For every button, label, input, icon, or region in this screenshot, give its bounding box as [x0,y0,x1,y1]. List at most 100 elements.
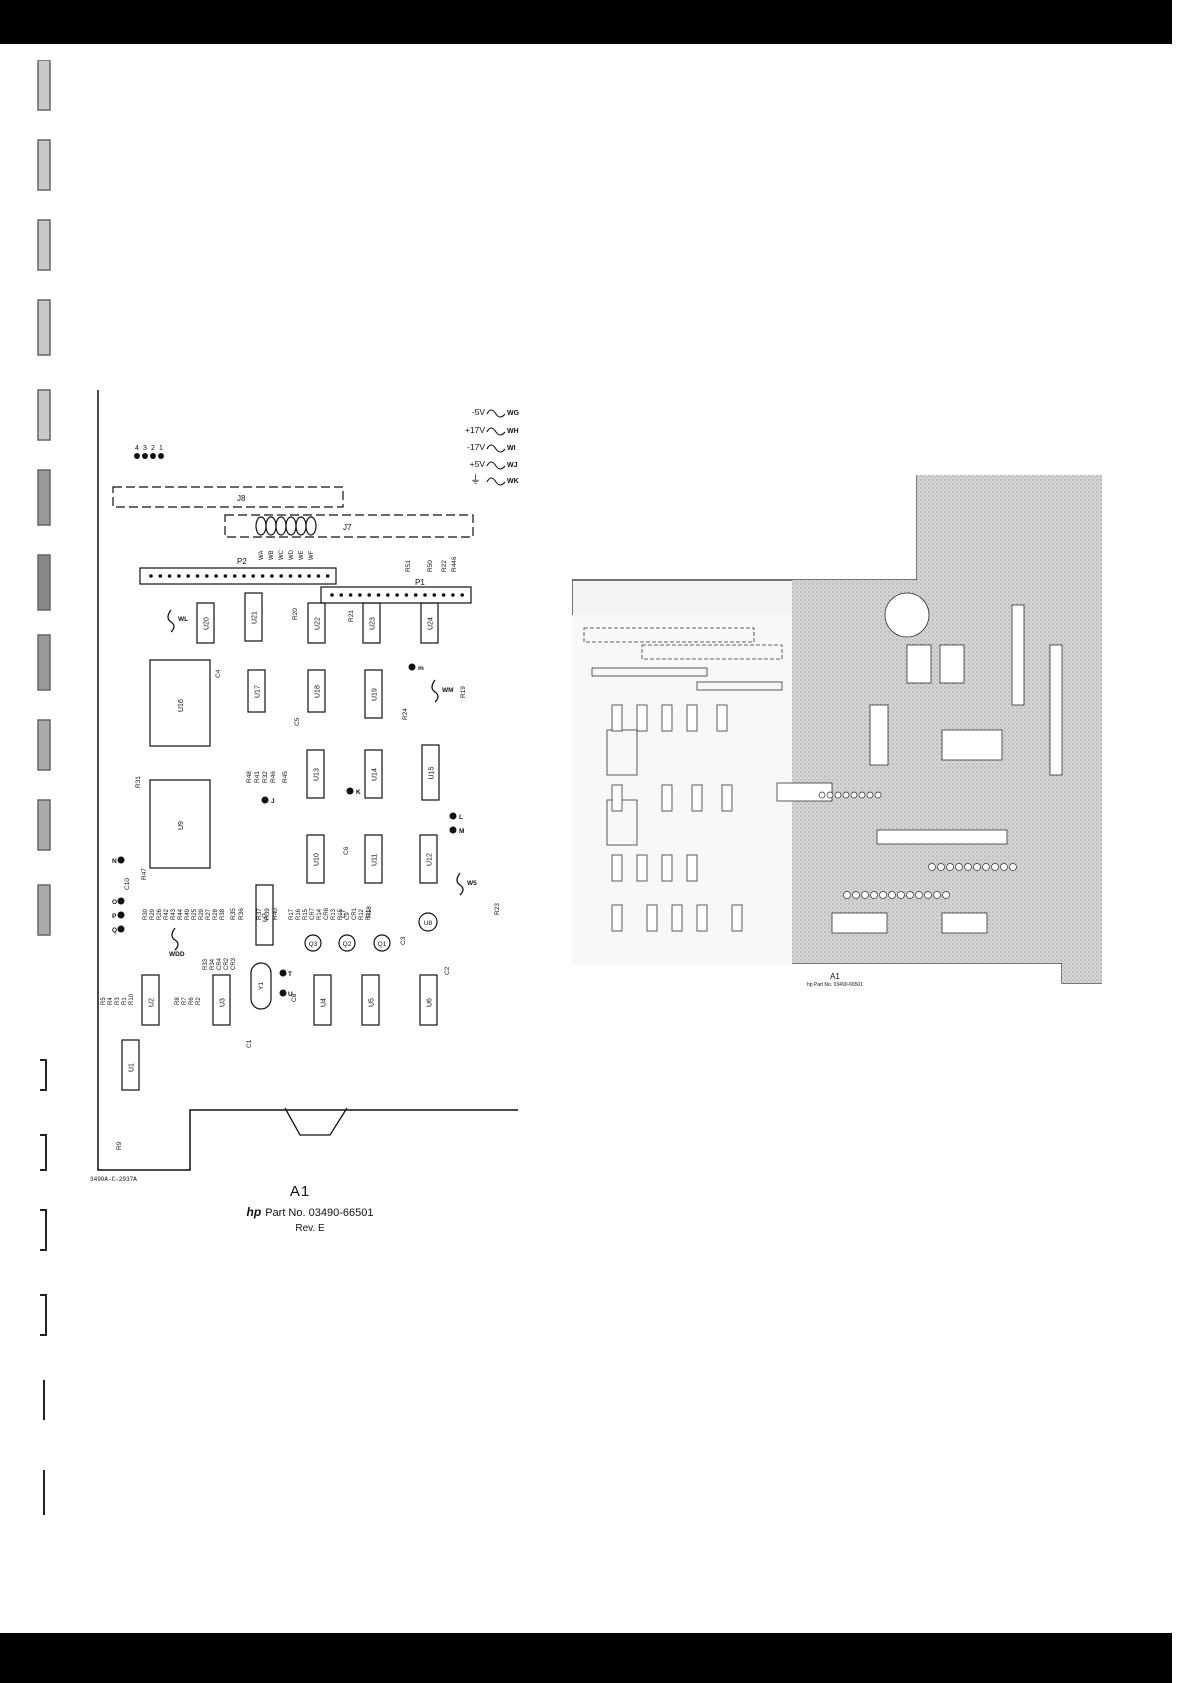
resistor-label: R17 [289,908,295,920]
connector-pin [432,593,437,597]
photo-bead [842,791,850,799]
connector-pin [186,574,190,578]
connector-pin [205,574,209,578]
photo-ic [636,854,648,882]
connector-pin [404,593,409,597]
resistor-label: R1 [122,997,128,1005]
photo-assembly-title: A1 [830,972,840,981]
ic-label: U21 [252,611,259,624]
test-point-label: T [288,971,292,978]
connector-pin [358,593,362,597]
photo-ic [941,729,1003,761]
connector-pin [451,593,455,597]
binding-mark [37,799,51,851]
resistor-label: R3 [115,997,121,1005]
binding-mark [37,60,51,111]
connector-pin [177,574,181,578]
resistor-label: CR3 [231,957,237,970]
connector-pin [325,574,330,578]
test-point [346,787,354,795]
ic-package [255,884,274,946]
ic-package [121,1039,140,1091]
component-label: R50 [427,560,434,572]
photo-bead [928,863,936,871]
photo-vertical-connector [1011,604,1025,706]
ic-label: U14 [372,768,379,781]
photo-ic [869,704,889,766]
ground-icon: ⏚ [470,473,481,486]
connector-pin [149,574,153,578]
photo-connector [583,627,755,643]
power-label: -17V [467,442,485,452]
test-point-label: K [356,789,361,796]
ic-label: U6 [427,998,434,1007]
photo-bead [924,891,932,899]
component-label: R51 [405,560,412,572]
photo-bead [942,891,950,899]
test-point-label: N [112,858,117,865]
connector-pin [195,574,200,578]
ic-label: U17 [255,685,262,698]
ic-label: U10 [314,853,321,866]
binding-mark [37,299,51,356]
photo-ic [611,784,623,812]
ic-package [212,974,231,1026]
wire-label: WA [259,551,265,560]
component-label: R23 [494,903,501,915]
wire-loop-icon [486,477,506,486]
photo-ic [661,704,673,732]
transistor-label: Q1 [378,941,387,948]
resistor-label: R29 [199,908,205,920]
wire-loop-icon [295,516,307,536]
photo-bead [1009,863,1017,871]
binding-mark [37,884,51,936]
wire-label: WI [507,445,516,452]
ic-package [419,974,438,1026]
photo-ic [686,704,698,732]
connector-pin [460,593,465,597]
component-label: R20 [292,608,299,620]
resistor-label: R6 [189,997,195,1005]
resistor-label: R10 [129,993,135,1005]
resistor-label: R42 [164,908,170,920]
resistor-label: CR2 [224,957,230,970]
component-label: R446 [451,556,458,572]
wire-loop-icon [486,409,506,418]
transistor-label: Q3 [309,941,318,948]
connector-pin [167,574,172,578]
resistor-label: R34 [210,958,216,970]
photo-bead [834,791,842,799]
resistor-label: R43 [171,908,177,920]
resistor-label: R25 [192,908,198,920]
jumper-icon [167,609,175,633]
transistor-q3 [304,934,322,952]
scan-top-bar [0,0,1172,44]
ic-package [361,974,380,1026]
ic-package [244,592,263,642]
revision: Rev. E [295,1223,325,1234]
component-label: R46 [270,771,277,783]
ic-label: U3 [220,998,227,1007]
transistor-q1 [373,934,391,952]
pin-dot [158,453,164,459]
board-notch [284,1107,348,1136]
connector-pin [376,593,381,597]
component-label: C8 [291,993,298,1002]
wire-label: WJ [507,462,518,469]
ic-package [419,834,438,884]
connector-pin [316,574,321,578]
resistor-label: R30 [143,908,149,920]
photo-bead [1000,863,1008,871]
component-label: C4 [215,669,222,678]
photo-relay [906,644,932,684]
ic-package [141,974,160,1026]
power-label: +5V [470,459,486,469]
connector-label: J8 [237,494,246,503]
photo-header [696,681,783,691]
resistor-label: R2 [196,997,202,1005]
photo-bead [879,891,887,899]
ic-package [362,602,381,644]
photo-ic [721,784,733,812]
photo-header [591,667,708,677]
component-label: R41 [254,771,261,783]
